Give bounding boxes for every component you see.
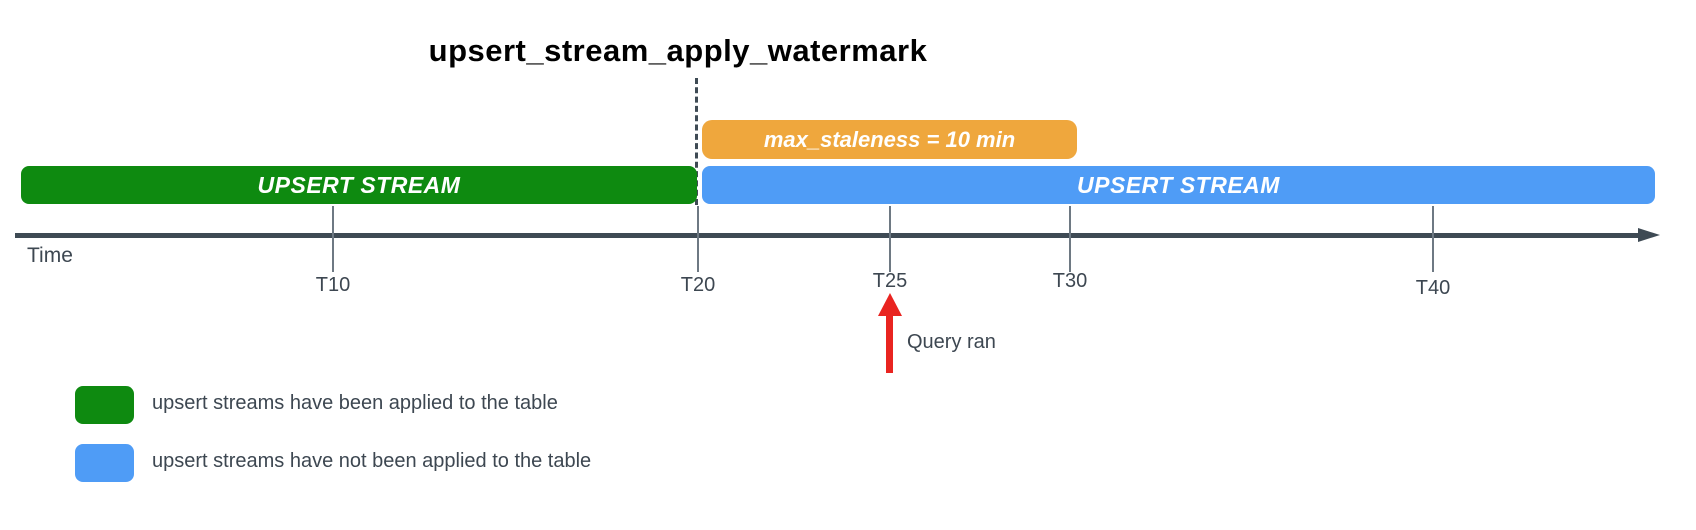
watermark-dashed-line — [695, 78, 698, 205]
legend-label-pending: upsert streams have not been applied to … — [152, 450, 592, 472]
query-ran-arrow-shaft — [886, 313, 893, 373]
tick-label-t10: T10 — [315, 274, 351, 296]
max-staleness-badge: max_staleness = 10 min — [702, 120, 1077, 159]
legend-swatch-pending — [75, 444, 134, 482]
query-ran-label: Query ran — [907, 331, 996, 353]
query-ran-arrow-icon — [878, 293, 902, 316]
tick-label-t25: T25 — [872, 270, 908, 292]
applied-upsert-stream-bar: UPSERT STREAM — [21, 166, 697, 204]
diagram-title: upsert_stream_apply_watermark — [428, 33, 928, 68]
pending-upsert-stream-bar: UPSERT STREAM — [702, 166, 1655, 204]
tick-line-t20 — [697, 206, 699, 272]
legend-swatch-applied — [75, 386, 134, 424]
tick-label-t20: T20 — [680, 274, 716, 296]
tick-line-t25 — [889, 206, 891, 272]
pending-upsert-stream-label: UPSERT STREAM — [1077, 171, 1280, 198]
max-staleness-label: max_staleness = 10 min — [763, 126, 1016, 152]
tick-label-t30: T30 — [1052, 270, 1088, 292]
tick-line-t10 — [332, 206, 334, 272]
time-axis-arrowhead-icon — [1638, 228, 1660, 242]
time-axis-label: Time — [27, 244, 73, 267]
tick-line-t30 — [1069, 206, 1071, 272]
applied-upsert-stream-label: UPSERT STREAM — [257, 171, 461, 198]
legend-label-applied: upsert streams have been applied to the … — [152, 392, 558, 414]
tick-label-t40: T40 — [1415, 277, 1451, 299]
time-axis-line — [15, 233, 1642, 238]
tick-line-t40 — [1432, 206, 1434, 272]
